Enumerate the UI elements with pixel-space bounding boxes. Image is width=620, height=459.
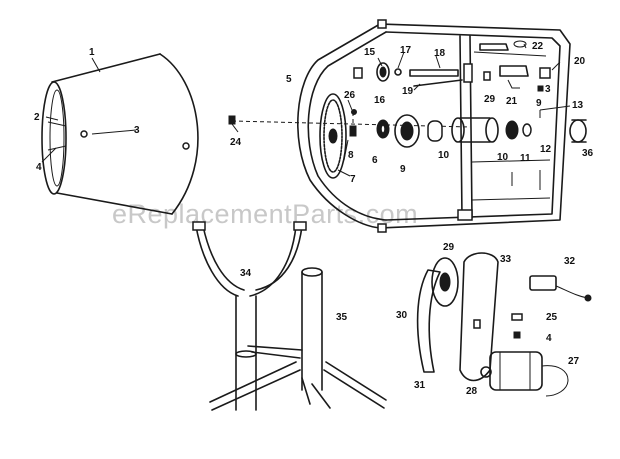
callout-35: 35 xyxy=(336,312,348,323)
callout-10: 10 xyxy=(438,150,450,161)
callout-13: 13 xyxy=(572,100,584,111)
callout-22: 22 xyxy=(532,41,544,52)
callout-15: 15 xyxy=(364,47,376,58)
callout-10-b: 10 xyxy=(497,152,509,163)
callout-8: 8 xyxy=(348,150,354,161)
callout-16: 16 xyxy=(374,95,386,106)
callout-21: 21 xyxy=(506,96,518,107)
watermark: eReplacementParts.com xyxy=(112,199,418,229)
callout-1: 1 xyxy=(89,47,95,58)
callout-6: 6 xyxy=(372,155,378,166)
callout-12: 12 xyxy=(540,144,552,155)
callout-labels: 1 2 3 4 5 26 15 17 18 22 20 16 19 29 21 … xyxy=(34,41,594,397)
callout-9-frame: 9 xyxy=(536,98,542,109)
drum-gear xyxy=(319,93,347,179)
callout-9: 9 xyxy=(400,164,406,175)
callout-3-frame: 3 xyxy=(545,84,551,95)
callout-30: 30 xyxy=(396,310,408,321)
callout-33: 33 xyxy=(500,254,512,265)
callout-29: 29 xyxy=(484,94,496,105)
callout-18: 18 xyxy=(434,48,446,59)
shaft-assembly xyxy=(228,109,587,148)
callout-31: 31 xyxy=(414,380,426,391)
callout-25: 25 xyxy=(546,312,558,323)
mixer-stand xyxy=(192,221,387,411)
callout-27: 27 xyxy=(568,356,580,367)
callout-11: 11 xyxy=(520,153,531,164)
callout-5: 5 xyxy=(286,74,292,85)
callout-24: 24 xyxy=(230,137,242,148)
callout-4-motor: 4 xyxy=(546,333,552,344)
callout-20: 20 xyxy=(574,56,586,67)
callout-36: 36 xyxy=(582,148,594,159)
leader-lines xyxy=(41,43,571,177)
callout-2: 2 xyxy=(34,112,40,123)
callout-26: 26 xyxy=(344,90,356,101)
callout-32: 32 xyxy=(564,256,576,267)
callout-3: 3 xyxy=(134,125,140,136)
callout-19: 19 xyxy=(402,86,414,97)
callout-4: 4 xyxy=(36,162,42,173)
callout-17: 17 xyxy=(400,45,412,56)
callout-29-pulley: 29 xyxy=(443,242,455,253)
callout-7: 7 xyxy=(350,174,356,185)
motor-mount-parts xyxy=(353,40,551,118)
callout-28: 28 xyxy=(466,386,478,397)
mixer-drum xyxy=(41,53,199,215)
callout-34: 34 xyxy=(240,268,252,279)
drive-assembly xyxy=(416,252,592,397)
